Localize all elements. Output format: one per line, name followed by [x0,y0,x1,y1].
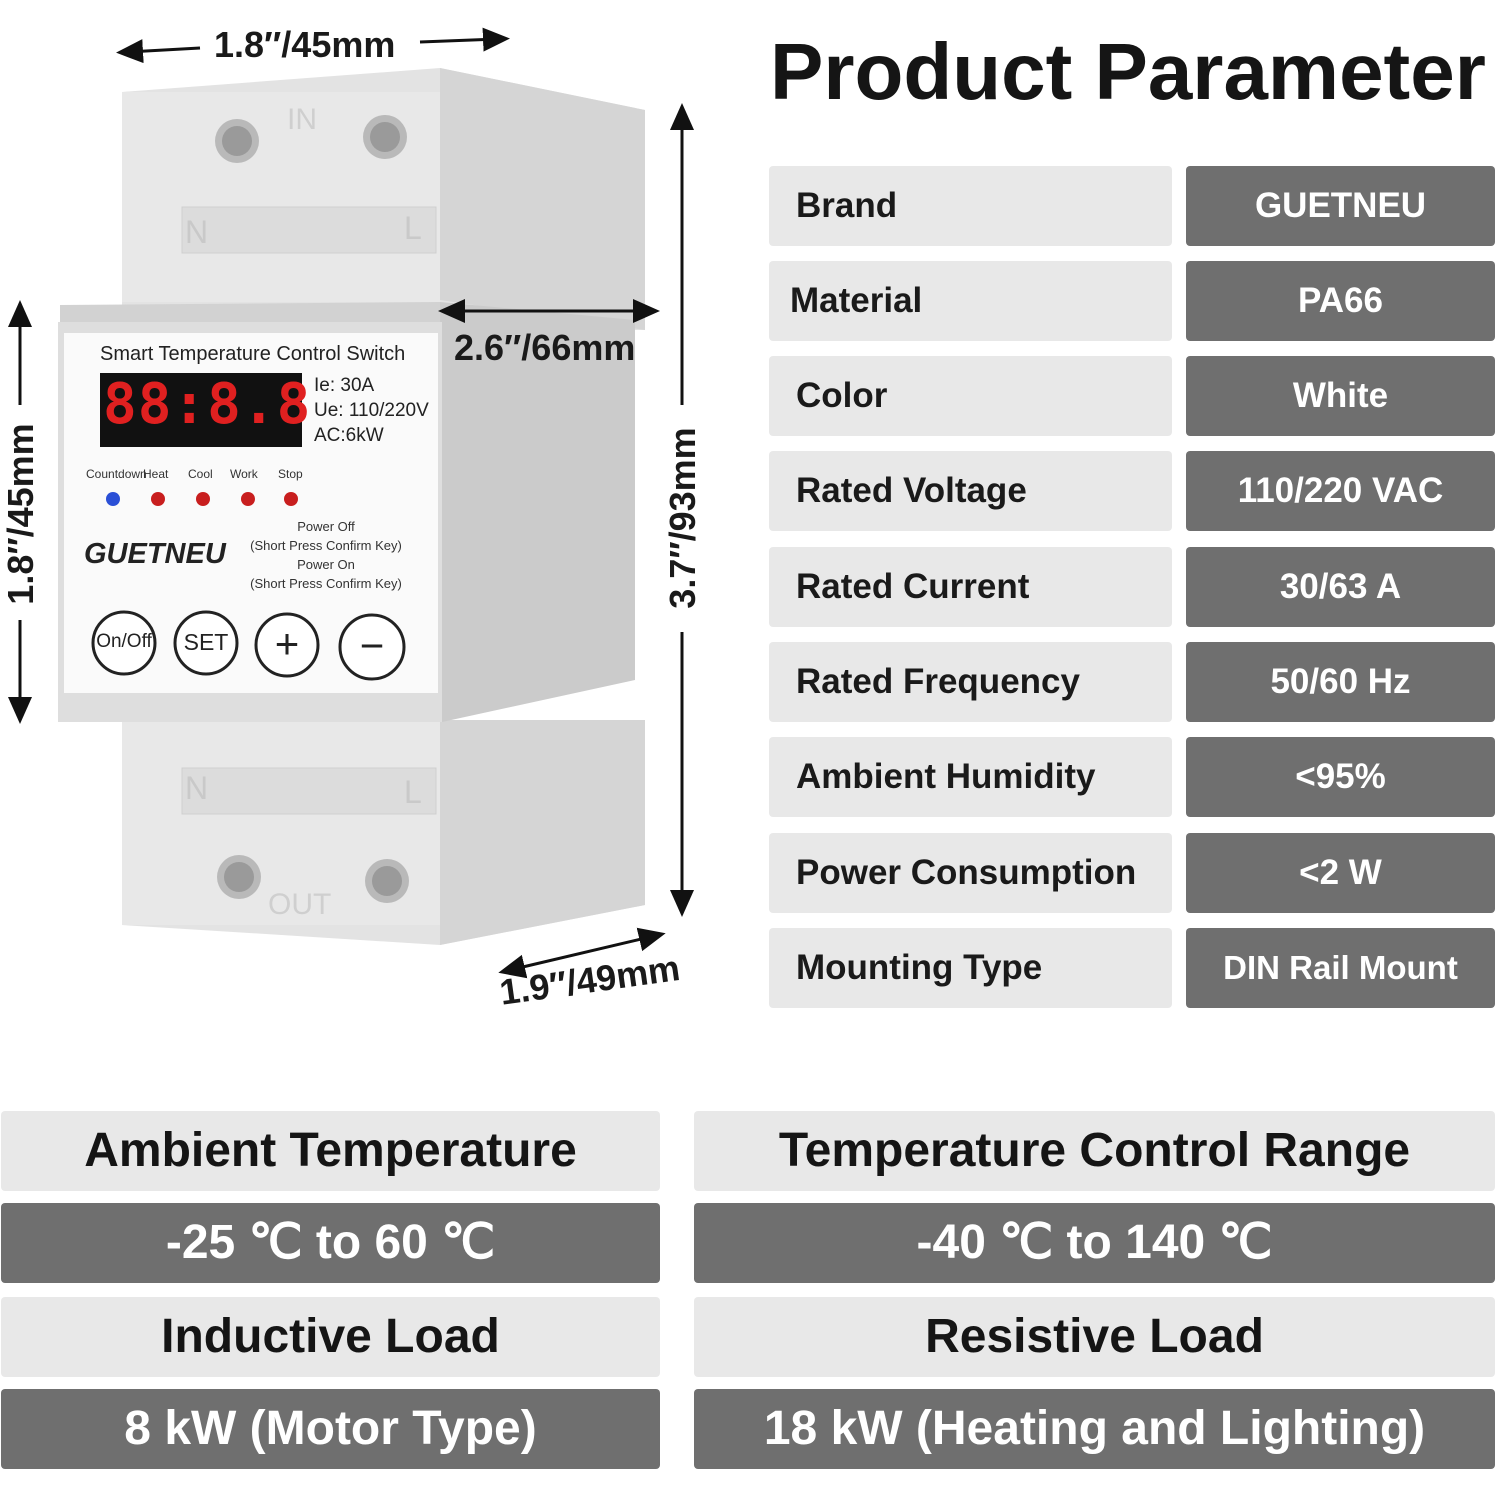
terminal-l-top: L [404,210,422,246]
terminal-n-bottom: N [185,770,209,806]
param-label: Rated Current [769,547,1172,627]
spec-value-ambient-temperature: -25 ℃ to 60 ℃ [1,1203,660,1283]
param-label: Mounting Type [769,928,1172,1008]
param-value: GUETNEU [1186,166,1495,246]
param-value: PA66 [1186,261,1495,341]
spec-value-inductive-load: 8 kW (Motor Type) [1,1389,660,1469]
param-value: <2 W [1186,833,1495,913]
spec-label-ambient-temperature: Ambient Temperature [1,1111,660,1191]
device-front-panel [58,302,635,722]
led-label-heat: Heat [143,467,169,481]
param-value: 50/60 Hz [1186,642,1495,722]
terminal-l-bottom: L [404,774,422,810]
param-label: Brand [769,166,1172,246]
param-row: Color White [769,356,1495,436]
device-spec-ue: Ue: 110/220V [314,400,429,421]
param-label: Color [769,356,1172,436]
dim-arrow-top-left [116,39,201,64]
device-minus-button: − [359,622,385,669]
led-label-stop: Stop [278,467,303,481]
param-label: Power Consumption [769,833,1172,913]
param-label: Rated Frequency [769,642,1172,722]
dim-arrow-top-right [419,27,510,52]
spec-value-resistive-load: 18 kW (Heating and Lighting) [694,1389,1495,1469]
device-note-power-on: Power On [297,557,355,572]
param-row: Rated Current 30/63 A [769,547,1495,627]
device-upper-body [122,68,645,330]
param-row: Rated Frequency 50/60 Hz [769,642,1495,722]
param-row: Mounting Type DIN Rail Mount [769,928,1495,1008]
device-display: 88:8.8 [103,372,312,437]
param-row: Ambient Humidity <95% [769,737,1495,817]
param-value: White [1186,356,1495,436]
param-row: Power Consumption <2 W [769,833,1495,913]
device-lower-body [122,720,645,945]
terminal-in-label: IN [287,103,317,136]
terminal-out-label: OUT [268,888,332,921]
device-plus-button: + [274,620,300,667]
dim-label-top-width: 1.8″/45mm [214,24,396,65]
device-note-press-2: (Short Press Confirm Key) [250,576,402,591]
led-label-countdown: Countdown [86,467,147,481]
led-label-work: Work [230,467,258,481]
spec-label-temperature-control-range: Temperature Control Range [694,1111,1495,1191]
param-row: Material PA66 [769,261,1495,341]
dim-arrow-depth [498,927,666,979]
terminal-n-top: N [185,214,209,250]
param-value: DIN Rail Mount [1186,928,1495,1008]
dim-label-total-height: 3.7″/93mm [662,427,703,609]
spec-label-inductive-load: Inductive Load [1,1297,660,1377]
param-value: 110/220 VAC [1186,451,1495,531]
device-brand-logo: GUETNEU [84,538,226,570]
param-row: Brand GUETNEU [769,166,1495,246]
device-set-button: SET [183,629,229,655]
led-label-cool: Cool [188,467,213,481]
param-value: <95% [1186,737,1495,817]
dim-label-left-height: 1.8″/45mm [0,423,41,605]
device-onoff-button: On/Off [96,631,152,652]
dim-label-panel-depth: 2.6″/66mm [454,327,636,368]
param-row: Rated Voltage 110/220 VAC [769,451,1495,531]
param-label: Material [769,261,1172,341]
device-spec-ac: AC:6kW [314,425,384,446]
page-title: Product Parameter [770,27,1486,116]
param-label: Ambient Humidity [769,737,1172,817]
device-illustration [8,27,694,979]
device-spec-ie: Ie: 30A [314,375,375,396]
device-title: Smart Temperature Control Switch [100,343,406,365]
spec-label-resistive-load: Resistive Load [694,1297,1495,1377]
device-note-power-off: Power Off [297,519,355,534]
device-note-press-1: (Short Press Confirm Key) [250,538,402,553]
spec-value-temperature-control-range: -40 ℃ to 140 ℃ [694,1203,1495,1283]
param-label: Rated Voltage [769,451,1172,531]
param-value: 30/63 A [1186,547,1495,627]
